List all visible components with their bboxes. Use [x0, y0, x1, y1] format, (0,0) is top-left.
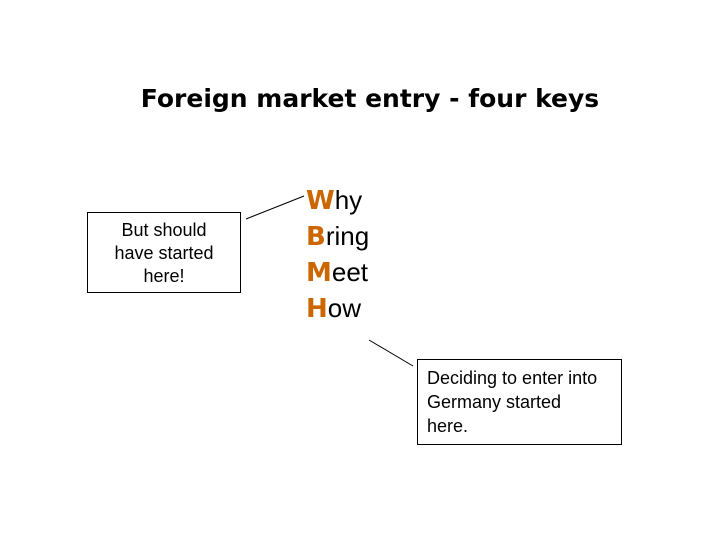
key-meet: Meet — [306, 254, 369, 290]
connector-left — [245, 195, 305, 220]
key-rest: hy — [334, 185, 363, 215]
connector-right — [368, 339, 414, 367]
key-rest: ow — [327, 293, 362, 323]
callout-left-line: have started — [114, 243, 214, 263]
key-bring: Bring — [306, 218, 369, 254]
key-rest: eet — [331, 257, 369, 287]
key-how: How — [306, 290, 369, 326]
key-initial: B — [306, 222, 326, 252]
callout-left: But should have started here! — [87, 212, 241, 293]
callout-left-line: But should — [121, 220, 207, 240]
key-why: Why — [306, 182, 369, 218]
slide-title: Foreign market entry - four keys — [140, 84, 600, 113]
callout-right-line: Germany started — [427, 392, 562, 412]
key-rest: ring — [325, 221, 370, 251]
key-initial: H — [306, 294, 328, 324]
callout-left-line: here! — [143, 266, 185, 286]
callout-right: Deciding to enter into Germany started h… — [417, 359, 622, 445]
four-keys-list: Why Bring Meet How — [306, 182, 369, 326]
key-initial: M — [306, 258, 332, 288]
callout-right-line: here. — [427, 416, 469, 436]
key-initial: W — [306, 186, 335, 216]
callout-right-line: Deciding to enter into — [427, 368, 598, 388]
